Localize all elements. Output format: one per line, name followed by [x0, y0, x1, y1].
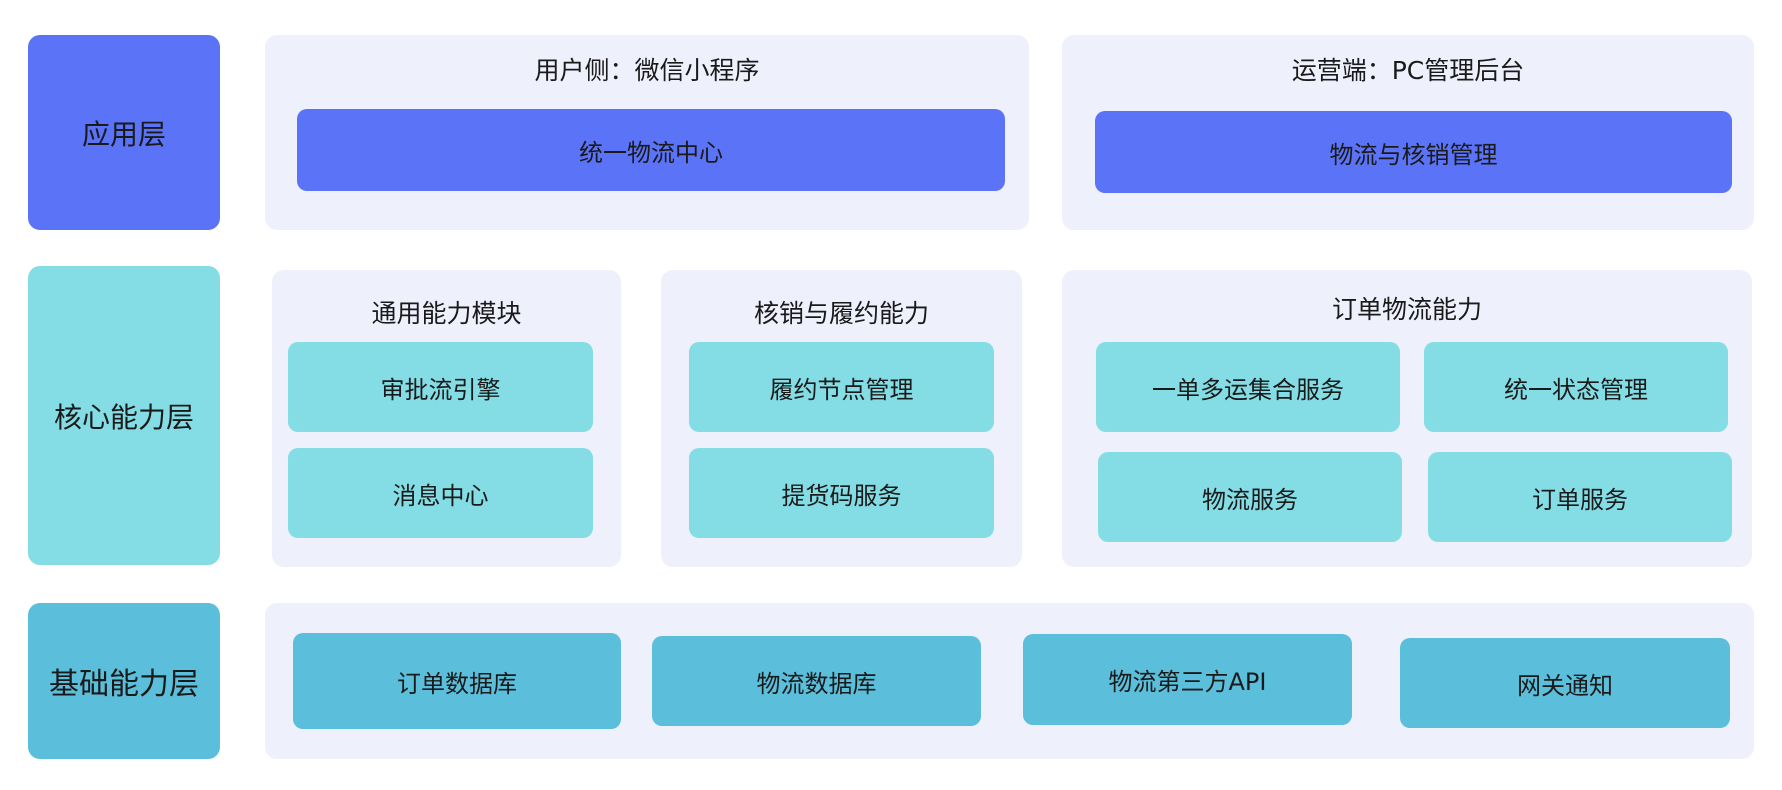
logistics-database-box: 物流数据库	[652, 636, 981, 726]
approval-engine-box: 审批流引擎	[288, 342, 593, 432]
multi-shipment-service-box: 一单多运集合服务	[1096, 342, 1400, 432]
multi-shipment-service-label: 一单多运集合服务	[1152, 375, 1344, 404]
base-capability-layer-text: 基础能力层	[49, 667, 199, 702]
order-database-box: 订单数据库	[293, 633, 621, 729]
logistics-service-box: 物流服务	[1098, 452, 1402, 542]
ops-side-panel: 运营端：PC管理后台 物流与核销管理	[1062, 35, 1754, 230]
order-database-label: 订单数据库	[397, 669, 517, 698]
general-capability-panel: 通用能力模块 审批流引擎 消息中心	[272, 270, 621, 567]
logistics-service-label: 物流服务	[1202, 485, 1298, 514]
verification-fulfillment-panel: 核销与履约能力 履约节点管理 提货码服务	[661, 270, 1022, 567]
unified-logistics-center-box: 统一物流中心	[297, 109, 1005, 191]
base-capability-layer-label: 基础能力层	[28, 603, 220, 759]
fulfillment-node-management-label: 履约节点管理	[769, 375, 914, 404]
logistics-database-label: 物流数据库	[756, 669, 877, 698]
order-service-label: 订单服务	[1532, 485, 1628, 514]
order-logistics-panel: 订单物流能力 一单多运集合服务 统一状态管理 物流服务 订单服务	[1062, 270, 1752, 567]
order-service-box: 订单服务	[1428, 452, 1732, 542]
pickup-code-service-box: 提货码服务	[689, 448, 994, 538]
logistics-verification-management-box: 物流与核销管理	[1095, 111, 1732, 193]
approval-engine-label: 审批流引擎	[380, 375, 501, 404]
unified-status-management-label: 统一状态管理	[1504, 375, 1648, 404]
unified-status-management-box: 统一状态管理	[1424, 342, 1728, 432]
message-center-box: 消息中心	[288, 448, 593, 538]
application-layer-text: 应用层	[81, 117, 166, 151]
core-capability-layer-text: 核心能力层	[53, 400, 194, 434]
order-logistics-title: 订单物流能力	[1331, 295, 1482, 324]
verification-fulfillment-title: 核销与履约能力	[753, 299, 929, 328]
gateway-notification-box: 网关通知	[1400, 638, 1730, 728]
user-side-title: 用户侧：微信小程序	[534, 56, 760, 85]
logistics-verification-management-label: 物流与核销管理	[1329, 140, 1498, 169]
ops-side-title: 运营端：PC管理后台	[1291, 56, 1525, 85]
base-capability-panel: 订单数据库 物流数据库 物流第三方API 网关通知	[265, 603, 1754, 759]
message-center-label: 消息中心	[392, 481, 489, 510]
fulfillment-node-management-box: 履约节点管理	[689, 342, 994, 432]
logistics-third-party-api-label: 物流第三方API	[1108, 668, 1267, 696]
user-side-panel: 用户侧：微信小程序 统一物流中心	[265, 35, 1029, 230]
logistics-third-party-api-box: 物流第三方API	[1023, 634, 1352, 725]
pickup-code-service-label: 提货码服务	[781, 481, 902, 510]
gateway-notification-label: 网关通知	[1517, 671, 1613, 700]
application-layer-label: 应用层	[28, 35, 220, 230]
general-capability-title: 通用能力模块	[371, 299, 522, 328]
core-capability-layer-label: 核心能力层	[28, 266, 220, 565]
unified-logistics-center-label: 统一物流中心	[579, 138, 723, 167]
